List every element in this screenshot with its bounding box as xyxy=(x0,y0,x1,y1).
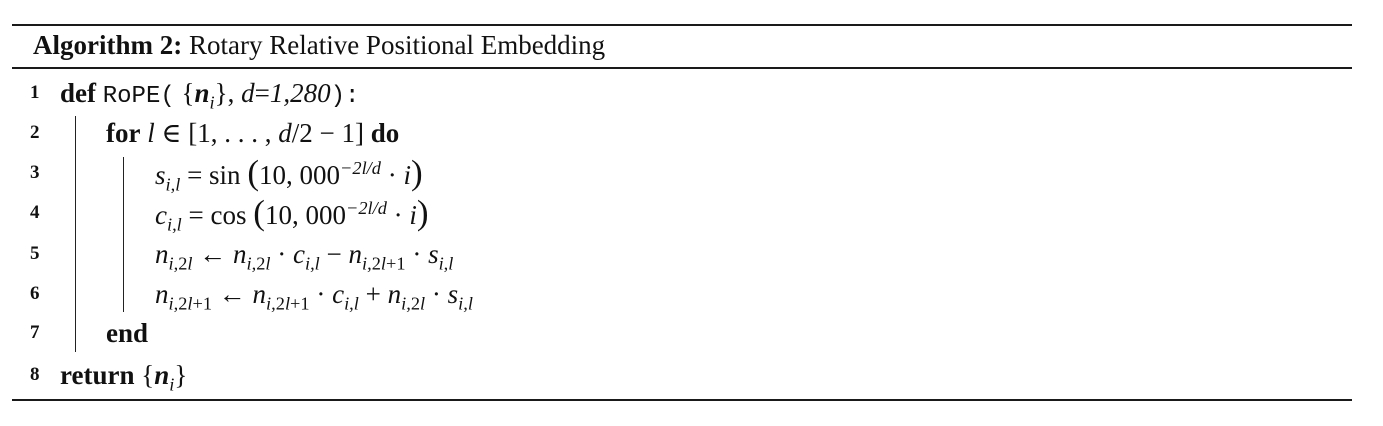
line-number: 5 xyxy=(30,243,40,264)
algorithm-caption: Algorithm 2: Rotary Relative Positional … xyxy=(33,30,605,61)
line-number: 8 xyxy=(30,364,40,385)
line-number: 1 xyxy=(30,82,40,103)
exponent: −2l/d xyxy=(340,158,381,178)
line-number: 7 xyxy=(30,322,40,343)
function-name: RoPE( xyxy=(102,83,175,110)
do-keyword: do xyxy=(370,118,400,148)
for-keyword: for xyxy=(106,118,141,148)
line-number: 2 xyxy=(30,122,40,143)
algorithm-title: Rotary Relative Positional Embedding xyxy=(188,30,606,60)
return-set: {ni} xyxy=(141,360,188,395)
line-code: ci,l = cos (10, 000−2l/d · i) xyxy=(155,193,429,235)
param-d-value: 1,280 xyxy=(269,78,331,108)
line-code: for l ∈ [1, . . . , d/2 − 1] do xyxy=(106,118,400,148)
line-number: 3 xyxy=(30,162,40,183)
exponent: −2l/d xyxy=(345,198,387,218)
loop-body-indent-bar xyxy=(123,157,125,312)
bottom-rule xyxy=(12,399,1352,401)
def-keyword: def xyxy=(60,78,96,108)
range-low: 1 xyxy=(197,118,211,148)
line-code: si,l = sin (10, 000−2l/d · i) xyxy=(155,153,423,195)
header-rule xyxy=(12,67,1352,69)
end-keyword: end xyxy=(106,318,149,348)
return-keyword: return xyxy=(60,360,135,390)
line-number: 4 xyxy=(30,202,40,223)
line-code: ni,2l ← ni,2l · ci,l − ni,2l+1 · si,l xyxy=(155,239,454,274)
line-code: return {ni} xyxy=(60,355,187,395)
constant: 10, 000 xyxy=(259,160,340,190)
constant: 10, 000 xyxy=(264,200,346,230)
line-code: ni,2l+1 ← ni,2l+1 · ci,l + ni,2l · si,l xyxy=(155,279,473,314)
for-block-indent-bar xyxy=(75,116,77,352)
param-d: d xyxy=(241,78,255,108)
algorithm-label: Algorithm 2: xyxy=(33,30,183,60)
line-code: def RoPE( {ni}, d=1,280): xyxy=(60,78,360,113)
top-rule xyxy=(12,24,1352,26)
line-number: 6 xyxy=(30,283,40,304)
function-close: ): xyxy=(330,83,360,110)
param-set: {ni} xyxy=(181,78,228,113)
